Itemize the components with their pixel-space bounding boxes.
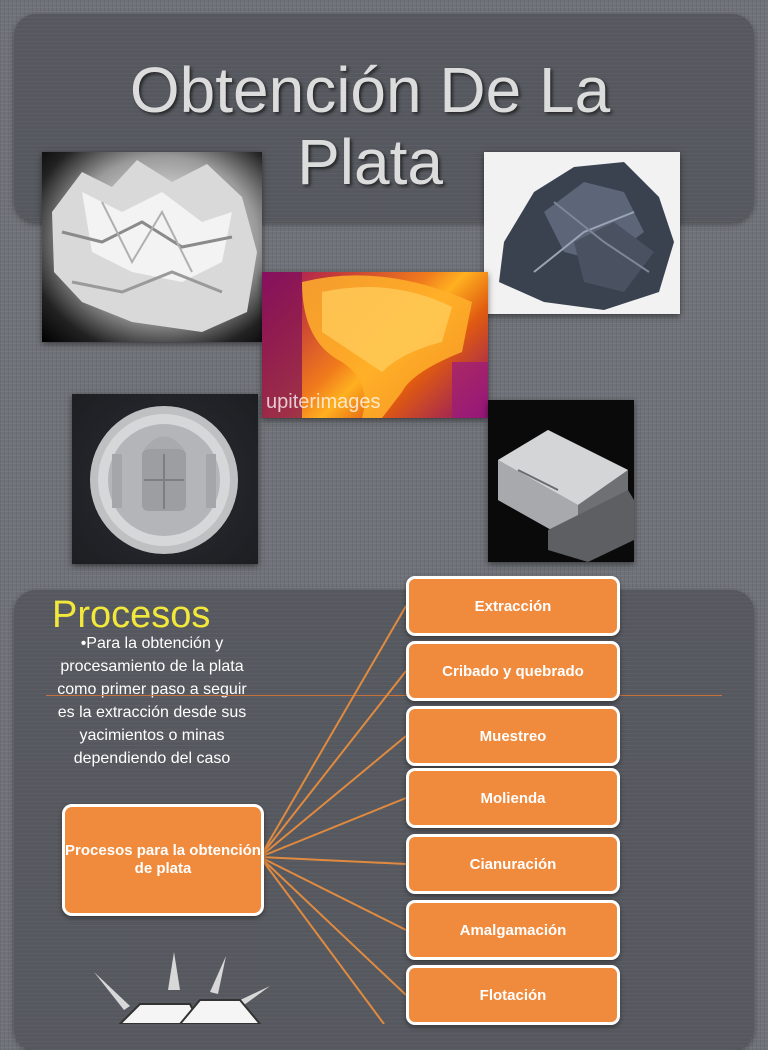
molten-metal-image: upiterimages [262, 272, 488, 418]
silver-ore-image [484, 152, 680, 314]
section-divider [46, 695, 722, 696]
connector-line [259, 856, 407, 996]
connector-line [259, 605, 407, 858]
silver-coin-image [72, 394, 258, 564]
diagram-step: Cribado y quebrado [406, 641, 620, 701]
connector-line [259, 670, 407, 858]
connector-line [259, 856, 407, 865]
diagram-step: Flotación [406, 965, 620, 1025]
diagram-step: Extracción [406, 576, 620, 636]
image-watermark: upiterimages [266, 391, 381, 413]
diagram-step: Molienda [406, 768, 620, 828]
diagram-step: Muestreo [406, 706, 620, 766]
diagram-step: Cianuración [406, 834, 620, 894]
diagram-step: Amalgamación [406, 900, 620, 960]
silver-bars-icon [94, 952, 270, 1024]
diagram-center-node: Procesos para la obtención de plata [62, 804, 264, 916]
connector-line [259, 735, 407, 858]
section-description: •Para la obtención y procesamiento de la… [57, 635, 247, 767]
diagram-connectors [259, 605, 407, 1024]
page-title: Obtención De La Plata [129, 54, 611, 198]
section-heading: Procesos [52, 594, 211, 636]
connector-line [259, 856, 385, 1024]
silver-bar-image [488, 400, 634, 562]
silver-nugget-image [42, 152, 262, 342]
connector-line [259, 797, 407, 858]
connector-line [259, 856, 407, 931]
